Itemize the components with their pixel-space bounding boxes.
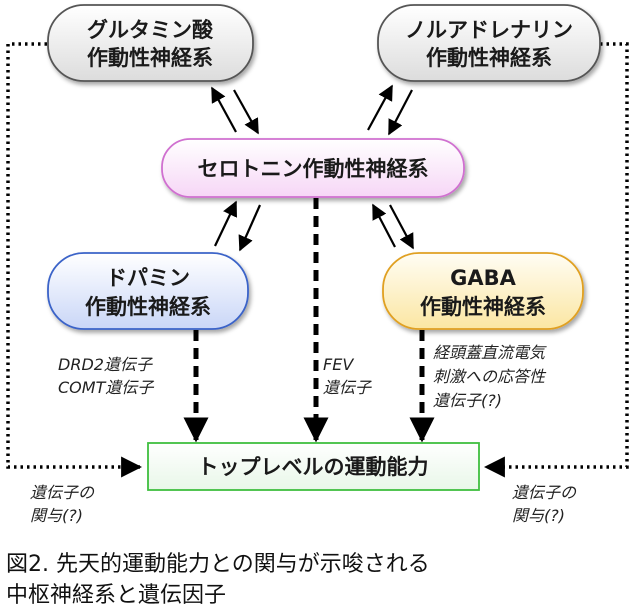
dopamine-label-line1: ドパミン bbox=[106, 266, 190, 290]
glutamate-label-line2: 作動性神経系 bbox=[87, 46, 213, 70]
glutamate-node: グルタミン酸 作動性神経系 bbox=[47, 4, 254, 82]
fev-gene-line2: 遺伝子 bbox=[323, 378, 372, 397]
right-involvement-line1: 遺伝子の bbox=[512, 483, 577, 502]
gaba-gene-annotation: 経頭蓋直流電気 刺激への応答性 遺伝子(?) bbox=[433, 343, 547, 410]
gaba-label-line1: GABA bbox=[450, 266, 516, 290]
gaba-gene-line1: 経頭蓋直流電気 bbox=[433, 343, 547, 362]
dopamine-gene-annotation: DRD2遺伝子 COMT遺伝子 bbox=[58, 355, 154, 397]
gaba-gene-line2: 刺激への応答性 bbox=[433, 367, 547, 386]
dopamine-gene-line2: COMT遺伝子 bbox=[58, 378, 154, 397]
noradrenaline-label-line1: ノルアドレナリン bbox=[405, 18, 573, 42]
gaba-label-line2: 作動性神経系 bbox=[420, 295, 546, 319]
right-involvement-annotation: 遺伝子の 関与(?) bbox=[512, 483, 577, 525]
left-involvement-annotation: 遺伝子の 関与(?) bbox=[30, 483, 95, 525]
noradrenaline-node: ノルアドレナリン 作動性神経系 bbox=[377, 4, 601, 82]
dopamine-serotonin-arrows bbox=[214, 200, 262, 252]
figure-caption-line1: 図2. 先天的運動能力との関与が示唆される bbox=[6, 552, 430, 577]
right-dotted-connector bbox=[483, 42, 629, 478]
dopamine-node: ドパミン 作動性神経系 bbox=[47, 252, 249, 330]
glutamate-serotonin-arrows bbox=[211, 86, 259, 135]
neural-system-diagram: グルタミン酸 作動性神経系 ノルアドレナリン 作動性神経系 セロトニン作動性神経… bbox=[6, 4, 629, 525]
figure-caption-line2: 中枢神経系と遺伝因子 bbox=[6, 583, 227, 608]
dopamine-gene-line1: DRD2遺伝子 bbox=[58, 355, 153, 374]
noradrenaline-serotonin-arrows bbox=[367, 84, 413, 136]
left-involvement-line2: 関与(?) bbox=[30, 506, 83, 525]
fev-gene-annotation: FEV 遺伝子 bbox=[323, 355, 372, 397]
gaba-serotonin-arrows bbox=[372, 203, 414, 250]
glutamate-label-line1: グルタミン酸 bbox=[87, 18, 214, 42]
thick-dashed-arrows bbox=[183, 198, 435, 443]
motor-ability-node: トップレベルの運動能力 bbox=[147, 442, 480, 491]
gaba-gene-line3: 遺伝子(?) bbox=[433, 391, 502, 410]
dopamine-label-line2: 作動性神経系 bbox=[85, 295, 211, 319]
serotonin-label: セロトニン作動性神経系 bbox=[198, 157, 429, 181]
left-involvement-line1: 遺伝子の bbox=[30, 483, 95, 502]
gaba-node: GABA 作動性神経系 bbox=[382, 252, 584, 330]
fev-gene-line1: FEV bbox=[323, 355, 354, 374]
noradrenaline-label-line2: 作動性神経系 bbox=[426, 46, 552, 70]
left-dotted-connector bbox=[6, 42, 143, 478]
motor-ability-label: トップレベルの運動能力 bbox=[198, 455, 429, 479]
right-involvement-line2: 関与(?) bbox=[512, 506, 565, 525]
serotonin-node: セロトニン作動性神経系 bbox=[161, 138, 465, 198]
